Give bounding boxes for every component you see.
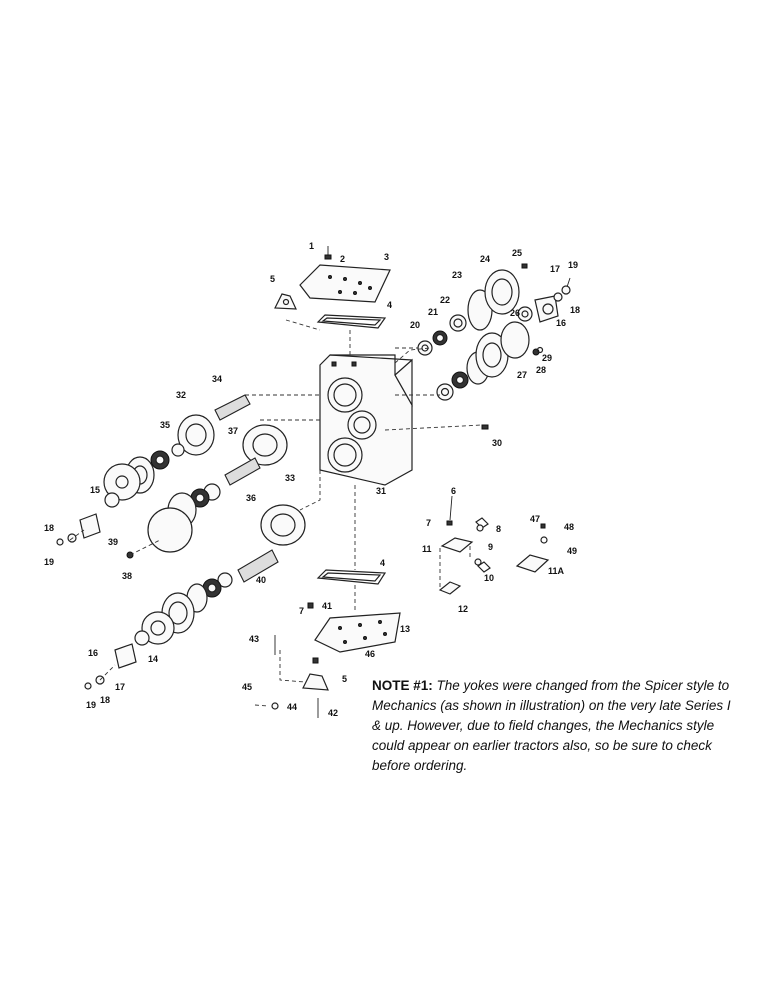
callout: 5 bbox=[270, 274, 275, 284]
callout: 20 bbox=[410, 320, 420, 330]
top-bolt bbox=[324, 246, 332, 260]
callout: 33 bbox=[285, 473, 295, 483]
callout: 30 bbox=[492, 438, 502, 448]
callout: 36 bbox=[246, 493, 256, 503]
callout: 15 bbox=[90, 485, 100, 495]
callout: 43 bbox=[249, 634, 259, 644]
callout: 49 bbox=[567, 546, 577, 556]
note-text: The yokes were changed from the Spicer s… bbox=[372, 678, 731, 773]
callout: 47 bbox=[530, 514, 540, 524]
callout: 31 bbox=[376, 486, 386, 496]
callout: 10 bbox=[484, 573, 494, 583]
callout: 35 bbox=[160, 420, 170, 430]
callout: 40 bbox=[256, 575, 266, 585]
note-block: NOTE #1: The yokes were changed from the… bbox=[372, 676, 742, 776]
callout: 9 bbox=[488, 542, 493, 552]
callout: 11A bbox=[548, 566, 565, 576]
callout: 18 bbox=[570, 305, 580, 315]
left-upper-shaft-assembly bbox=[103, 394, 251, 508]
callout: 22 bbox=[440, 295, 450, 305]
callout: 12 bbox=[458, 604, 468, 614]
callout: 4 bbox=[380, 558, 385, 568]
note-label: NOTE #1: bbox=[372, 678, 433, 693]
lower-gear-assembly bbox=[134, 504, 306, 646]
lower-left-yoke bbox=[84, 643, 137, 690]
callout: 4 bbox=[387, 300, 392, 310]
callout: 41 bbox=[322, 601, 332, 611]
callout: 25 bbox=[512, 248, 522, 258]
callout-labels: 1 2 3 4 5 17 19 24 25 23 22 21 20 18 16 … bbox=[44, 241, 580, 718]
callout: 26 bbox=[510, 308, 520, 318]
alignment-lines bbox=[69, 319, 483, 707]
top-gasket bbox=[316, 314, 387, 329]
bottom-bracket bbox=[302, 673, 329, 691]
shift-assembly bbox=[438, 495, 550, 595]
callout: 7 bbox=[299, 606, 304, 616]
bottom-cover bbox=[314, 612, 401, 653]
callout: 42 bbox=[328, 708, 338, 718]
callout: 45 bbox=[242, 682, 252, 692]
callout: 18 bbox=[44, 523, 54, 533]
callout: 23 bbox=[452, 270, 462, 280]
callout: 44 bbox=[287, 702, 297, 712]
callout: 16 bbox=[556, 318, 566, 328]
right-middle-shaft-assembly bbox=[436, 321, 544, 430]
top-bracket bbox=[274, 293, 297, 310]
callout: 48 bbox=[564, 522, 574, 532]
callout: 17 bbox=[550, 264, 560, 274]
bottom-fasteners bbox=[271, 602, 319, 718]
callout: 38 bbox=[122, 571, 132, 581]
callout: 18 bbox=[100, 695, 110, 705]
transmission-housing bbox=[319, 354, 413, 486]
callout: 28 bbox=[536, 365, 546, 375]
callout: 34 bbox=[212, 374, 222, 384]
callout: 21 bbox=[428, 307, 438, 317]
callout: 39 bbox=[108, 537, 118, 547]
middle-gear-assembly bbox=[126, 424, 288, 559]
callout: 7 bbox=[426, 518, 431, 528]
callout: 19 bbox=[86, 700, 96, 710]
callout: 3 bbox=[384, 252, 389, 262]
upper-right-yoke bbox=[561, 285, 571, 295]
upper-right-shaft-assembly bbox=[417, 263, 571, 356]
upper-left-yoke bbox=[56, 513, 101, 546]
top-cover bbox=[299, 264, 391, 303]
callout: 1 bbox=[309, 241, 314, 251]
callout: 19 bbox=[44, 557, 54, 567]
callout: 5 bbox=[342, 674, 347, 684]
callout: 16 bbox=[88, 648, 98, 658]
callout: 27 bbox=[517, 370, 527, 380]
callout: 8 bbox=[496, 524, 501, 534]
callout: 46 bbox=[365, 649, 375, 659]
callout: 29 bbox=[542, 353, 552, 363]
callout: 14 bbox=[148, 654, 158, 664]
callout: 32 bbox=[176, 390, 186, 400]
callout: 6 bbox=[451, 486, 456, 496]
callout: 37 bbox=[228, 426, 238, 436]
callout: 11 bbox=[422, 544, 432, 554]
callout: 2 bbox=[340, 254, 345, 264]
callout: 13 bbox=[400, 624, 410, 634]
bottom-gasket bbox=[316, 569, 387, 585]
callout: 17 bbox=[115, 682, 125, 692]
callout: 19 bbox=[568, 260, 578, 270]
callout: 24 bbox=[480, 254, 490, 264]
